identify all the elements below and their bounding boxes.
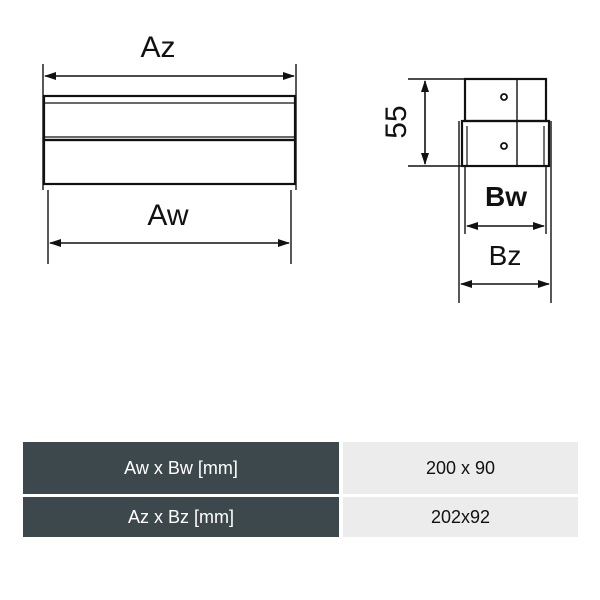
end-view bbox=[408, 77, 552, 303]
duct-end-lower bbox=[460, 119, 551, 168]
label-aw: Aw bbox=[147, 199, 188, 232]
label-55: 55 bbox=[380, 105, 413, 138]
row-label: Aw x Bw [mm] bbox=[23, 442, 339, 494]
rivet-icon bbox=[500, 142, 508, 150]
table-row: Az x Bz [mm] 202x92 bbox=[23, 497, 578, 537]
duct-side-lower bbox=[42, 138, 297, 186]
row-value: 202x92 bbox=[343, 497, 578, 537]
technical-drawing: Az Aw 55 Bw Bz bbox=[42, 31, 552, 303]
table-row: Aw x Bw [mm] 200 x 90 bbox=[23, 442, 578, 494]
label-bw: Bw bbox=[485, 181, 527, 212]
row-value: 200 x 90 bbox=[343, 442, 578, 494]
label-az: Az bbox=[140, 31, 175, 64]
label-bz: Bz bbox=[489, 240, 522, 271]
side-view bbox=[42, 64, 297, 264]
row-label: Az x Bz [mm] bbox=[23, 497, 339, 537]
rivet-icon bbox=[500, 93, 508, 101]
spec-table: Aw x Bw [mm] 200 x 90 Az x Bz [mm] 202x9… bbox=[23, 439, 578, 540]
